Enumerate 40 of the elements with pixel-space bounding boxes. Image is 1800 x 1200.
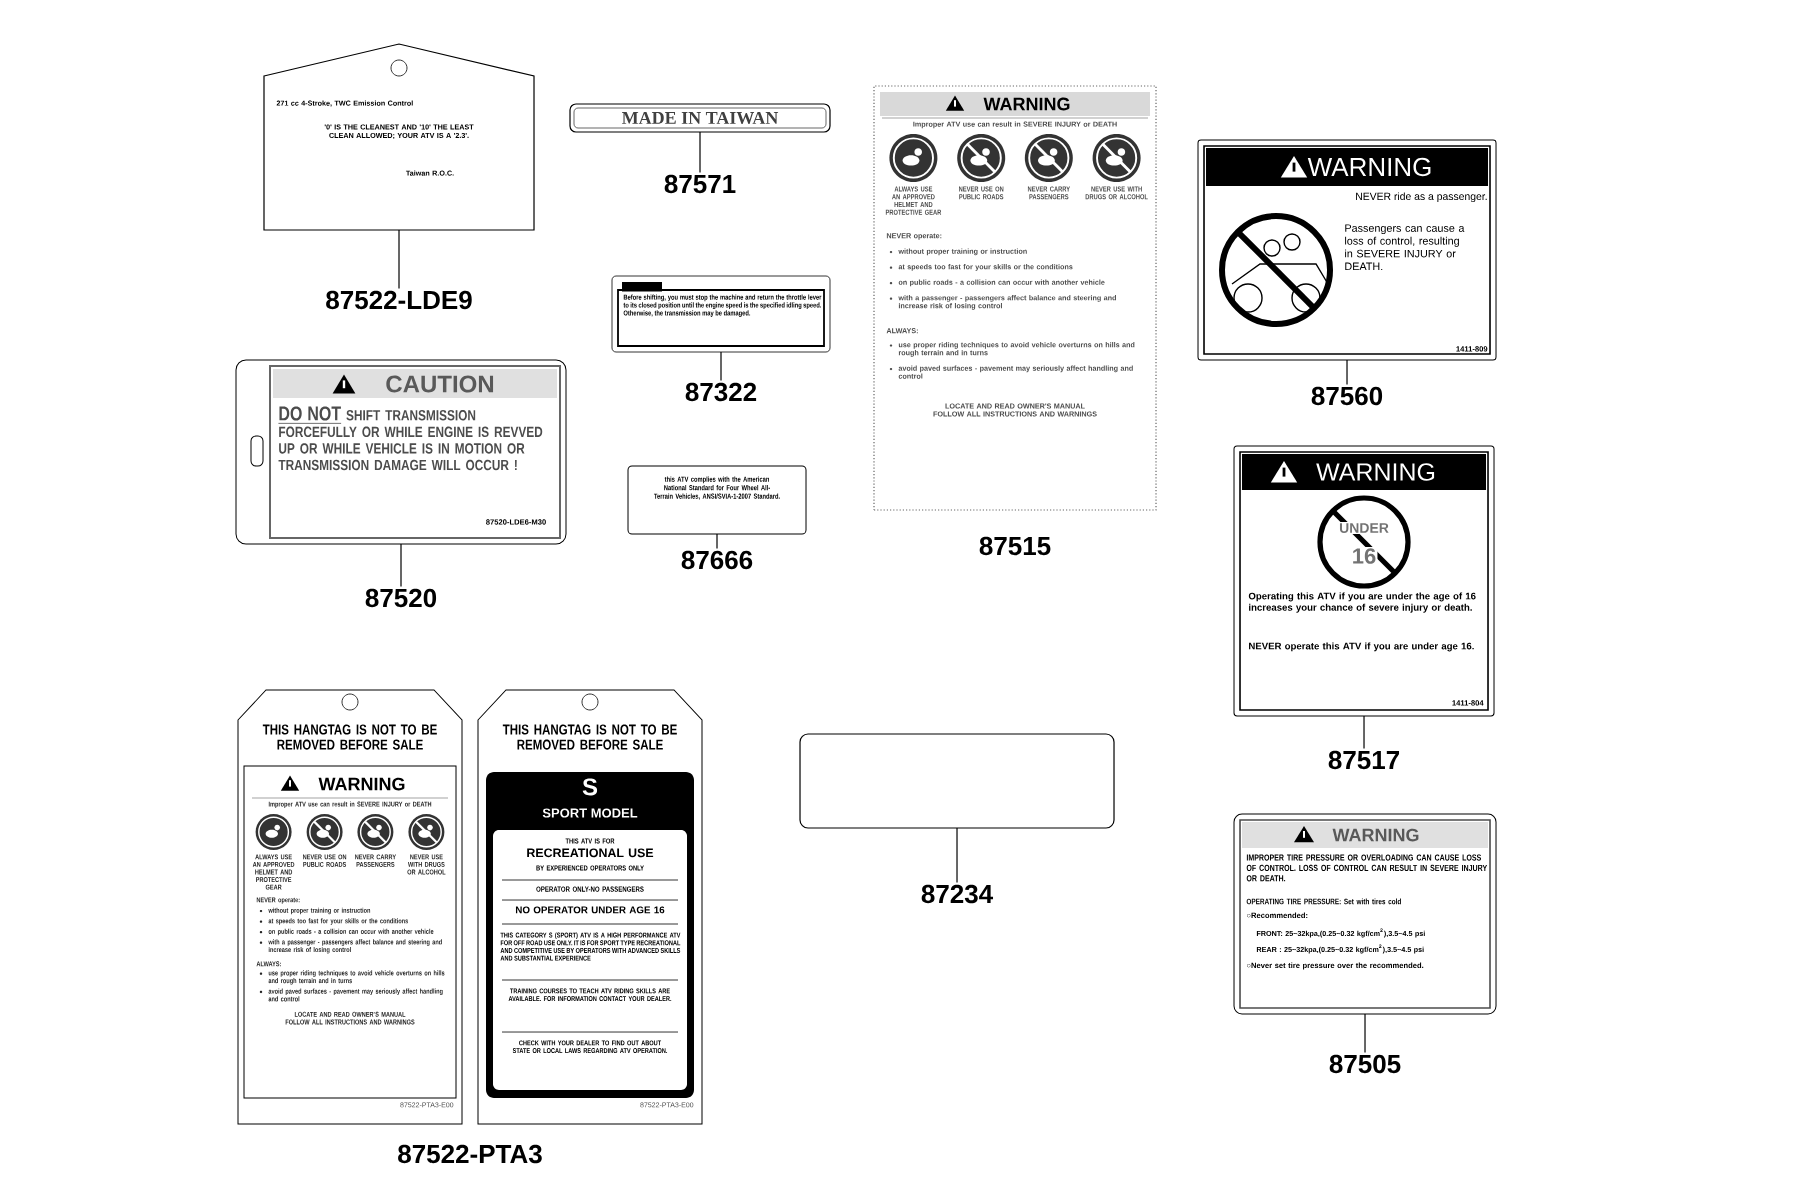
part-number: 87666 xyxy=(681,550,753,570)
leader-line xyxy=(400,543,402,587)
part-number: 87522-LDE9 xyxy=(326,290,472,310)
leader-line xyxy=(720,351,722,381)
hang-tag xyxy=(237,689,463,1125)
leader-line xyxy=(1363,715,1365,749)
warning-label xyxy=(873,85,1157,511)
leader-line xyxy=(1364,1013,1366,1053)
caution-label xyxy=(611,275,831,353)
certification-label xyxy=(627,465,807,535)
leader-line xyxy=(699,131,701,173)
part-number: 87515 xyxy=(979,536,1051,556)
part-number: 87522-PTA3 xyxy=(398,1144,542,1164)
part-number: 87517 xyxy=(1328,750,1399,770)
part-number: 87505 xyxy=(1329,1054,1401,1074)
part-number: 87571 xyxy=(664,174,736,194)
label-text: S xyxy=(582,778,598,796)
origin-label xyxy=(569,103,831,133)
caution-label xyxy=(235,359,567,545)
warning-label xyxy=(1233,445,1495,717)
leader-line xyxy=(398,229,400,289)
leader-line xyxy=(956,827,958,883)
warning-banner: WARNING xyxy=(280,775,405,791)
hang-tag xyxy=(477,689,703,1125)
warning-banner: WARNING xyxy=(1206,148,1488,186)
leader-line xyxy=(1346,359,1348,385)
leader-line xyxy=(716,533,718,549)
warning-banner: WARNING xyxy=(1242,454,1486,490)
warning-banner: WARNING xyxy=(880,92,1150,116)
part-number: 87322 xyxy=(685,382,757,402)
part-number: 87234 xyxy=(921,884,993,904)
warning-label xyxy=(1197,139,1497,361)
caution-banner: CAUTION xyxy=(273,369,557,398)
blank-label xyxy=(799,733,1115,829)
warning-banner: WARNING xyxy=(1242,822,1488,848)
part-number: 87560 xyxy=(1311,386,1383,406)
part-number: 87520 xyxy=(365,588,437,608)
label-text: MADE IN TAIWAN xyxy=(622,111,779,125)
emission-tag xyxy=(263,43,535,231)
warning-label xyxy=(1233,813,1497,1015)
